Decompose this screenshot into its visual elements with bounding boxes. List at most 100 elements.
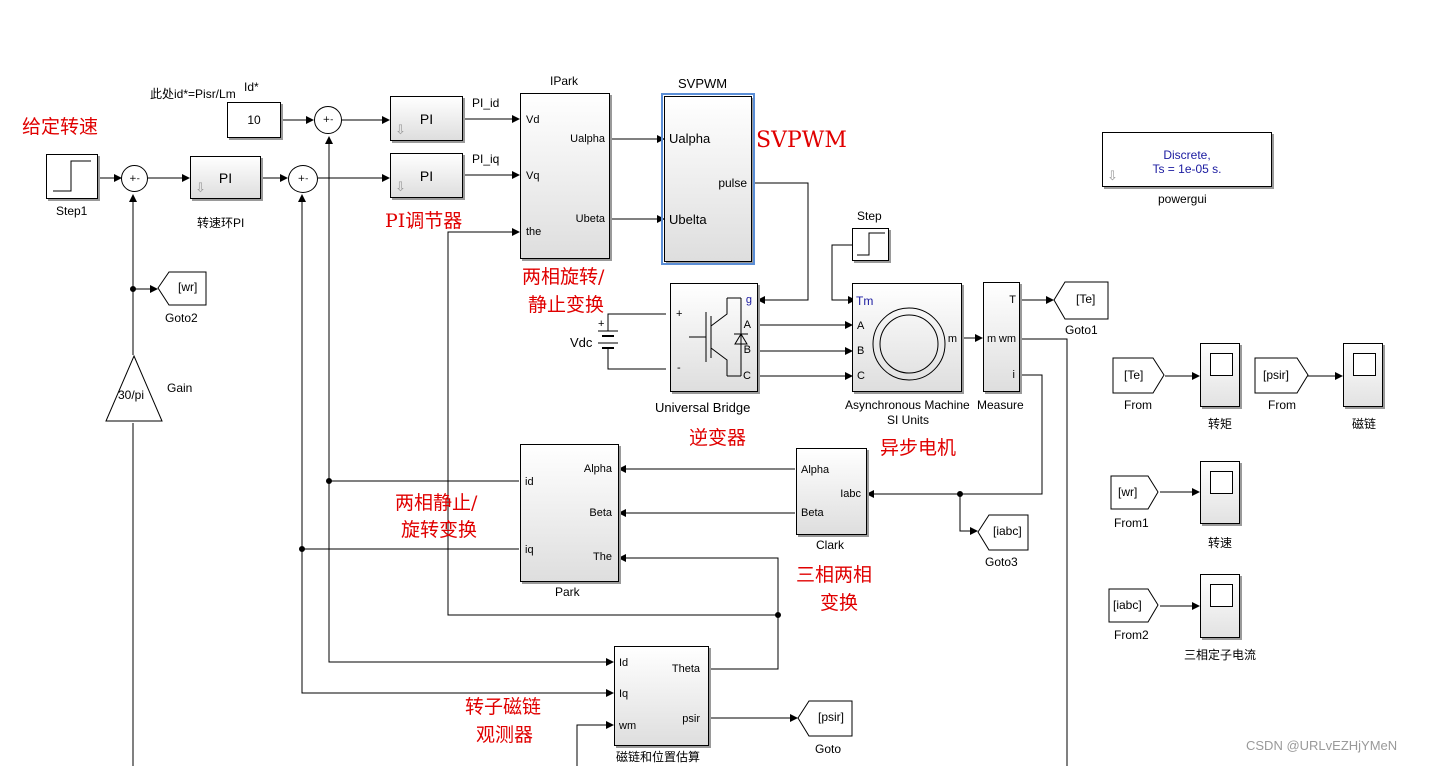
watermark: CSDN @URLvEZHjYMeN bbox=[1246, 738, 1398, 753]
goto-iabc-block[interactable] bbox=[977, 514, 1029, 552]
step1-block[interactable] bbox=[46, 154, 98, 199]
scope-current[interactable] bbox=[1200, 574, 1240, 638]
from-psir-tag: [psir] bbox=[1263, 368, 1290, 382]
clark-block[interactable]: Alpha Beta Iabc bbox=[796, 448, 867, 535]
sum-iq[interactable]: +- bbox=[288, 165, 318, 193]
annotation-observer-2: 观测器 bbox=[476, 724, 534, 746]
from-iabc-tag: [iabc] bbox=[1113, 598, 1142, 612]
scope-speed-label: 转速 bbox=[1208, 536, 1233, 550]
bridge-label: Universal Bridge bbox=[655, 400, 751, 415]
annotation-inverter: 逆变器 bbox=[689, 427, 747, 449]
goto-iabc-tag: [iabc] bbox=[993, 524, 1022, 538]
powergui-block[interactable]: Discrete, Ts = 1e-05 s. ⇩ bbox=[1102, 132, 1272, 187]
goto-iabc-label: Goto3 bbox=[985, 555, 1018, 569]
park-block[interactable]: Alpha Beta The id iq bbox=[520, 444, 619, 582]
from-iabc-label: From2 bbox=[1114, 628, 1149, 642]
motor-icon bbox=[872, 307, 946, 381]
annotation-svpwm: SVPWM bbox=[756, 128, 847, 153]
motor-label1: Asynchronous Machine bbox=[845, 398, 970, 412]
vdc-label: Vdc bbox=[570, 335, 593, 350]
scope-screen-icon bbox=[1210, 353, 1233, 376]
scope-flux[interactable] bbox=[1343, 343, 1383, 407]
annotation-observer-1: 转子磁链 bbox=[465, 696, 542, 718]
pi-q-block[interactable]: PI ⇩ bbox=[390, 153, 463, 198]
from-wr-label: From1 bbox=[1114, 516, 1149, 530]
const-idlabel: Id* bbox=[244, 80, 259, 94]
scope-screen-icon bbox=[1353, 353, 1376, 376]
goto-te-label: Goto1 bbox=[1065, 323, 1098, 337]
observer-label: 磁链和位置估算 bbox=[616, 750, 701, 764]
goto-wr-label: Goto2 bbox=[165, 311, 198, 325]
goto-te-block[interactable] bbox=[1053, 281, 1109, 321]
pi-speed-block[interactable]: PI ⇩ bbox=[190, 156, 261, 199]
arrow-down-icon: ⇩ bbox=[1107, 168, 1118, 183]
pi-q-signal: PI_iq bbox=[472, 152, 500, 166]
from-te-label: From bbox=[1124, 398, 1152, 412]
from-te-tag: [Te] bbox=[1124, 368, 1144, 382]
goto-te-tag: [Te] bbox=[1076, 292, 1096, 306]
scope-screen-icon bbox=[1210, 584, 1233, 607]
sum-speed[interactable]: +- bbox=[121, 165, 148, 192]
igbt-icon bbox=[689, 297, 748, 377]
gain-value: 30/pi bbox=[118, 388, 145, 402]
annotation-clark-2: 变换 bbox=[820, 592, 859, 614]
goto-psir-block[interactable] bbox=[797, 700, 853, 738]
const-note: 此处id*=Pisr/Lm bbox=[150, 87, 236, 101]
gain-label: Gain bbox=[167, 381, 193, 395]
annotation-clark-1: 三相两相 bbox=[796, 564, 873, 586]
step-icon bbox=[53, 160, 91, 192]
ipark-title: IPark bbox=[550, 74, 579, 88]
arrow-down-icon: ⇩ bbox=[195, 181, 206, 196]
scope-flux-label: 磁链 bbox=[1352, 417, 1377, 431]
step-block[interactable] bbox=[852, 228, 889, 261]
pi-d-block[interactable]: PI ⇩ bbox=[390, 96, 463, 141]
step-icon bbox=[857, 232, 885, 256]
annotation-pi-regulator: PI调节器 bbox=[385, 210, 463, 232]
step1-label: Step1 bbox=[56, 204, 88, 218]
scope-current-label: 三相定子电流 bbox=[1184, 648, 1257, 662]
scope-screen-icon bbox=[1210, 471, 1233, 494]
goto-psir-label: Goto bbox=[815, 742, 842, 756]
from-iabc-block[interactable] bbox=[1108, 588, 1160, 624]
arrow-down-icon: ⇩ bbox=[395, 180, 406, 195]
from-wr-tag: [wr] bbox=[1118, 485, 1138, 499]
powergui-label: powergui bbox=[1158, 192, 1207, 206]
pi-d-signal: PI_id bbox=[472, 96, 500, 110]
constant-block[interactable]: 10 bbox=[227, 102, 281, 138]
ipark-block[interactable]: Vd Vq the Ualpha Ubeta bbox=[520, 93, 610, 259]
annotation-ipark-2: 静止变换 bbox=[528, 294, 605, 316]
svpwm-block[interactable]: Ualpha Ubelta pulse bbox=[661, 93, 755, 265]
sum-id[interactable]: +- bbox=[314, 106, 342, 134]
from-psir-block[interactable] bbox=[1254, 357, 1310, 395]
measure-label: Measure bbox=[977, 398, 1024, 412]
annotation-park-2: 旋转变换 bbox=[401, 519, 478, 541]
goto-wr-block[interactable] bbox=[157, 271, 207, 307]
measure-block[interactable]: m T wm i bbox=[983, 282, 1020, 392]
scope-speed[interactable] bbox=[1200, 461, 1240, 524]
flux-observer-block[interactable]: Id Iq wm Theta psir bbox=[614, 646, 709, 746]
annotation-async-motor: 异步电机 bbox=[880, 437, 957, 459]
arrow-down-icon: ⇩ bbox=[395, 123, 406, 138]
step-label: Step bbox=[857, 209, 882, 223]
gain-block[interactable] bbox=[104, 354, 164, 424]
annotation-given-speed: 给定转速 bbox=[22, 116, 99, 138]
scope-torque[interactable] bbox=[1200, 343, 1240, 407]
async-machine-block[interactable]: Tm A B C m bbox=[852, 283, 962, 392]
clark-label: Clark bbox=[816, 538, 845, 552]
svpwm-title: SVPWM bbox=[678, 76, 728, 91]
goto-wr-tag: [wr] bbox=[178, 280, 198, 294]
vdc-plus: + bbox=[598, 318, 605, 330]
annotation-park-1: 两相静止/ bbox=[395, 492, 478, 514]
from-psir-label: From bbox=[1268, 398, 1296, 412]
motor-label2: SI Units bbox=[887, 413, 930, 427]
from-wr-block[interactable] bbox=[1110, 475, 1160, 511]
park-label: Park bbox=[555, 585, 580, 599]
annotation-ipark-1: 两相旋转/ bbox=[522, 266, 605, 288]
goto-psir-tag: [psir] bbox=[818, 710, 845, 724]
from-te-block[interactable] bbox=[1112, 357, 1166, 395]
universal-bridge-block[interactable]: g A B C + - bbox=[670, 283, 758, 392]
pi-speed-label: 转速环PI bbox=[197, 216, 245, 230]
scope-torque-label: 转矩 bbox=[1208, 417, 1233, 431]
